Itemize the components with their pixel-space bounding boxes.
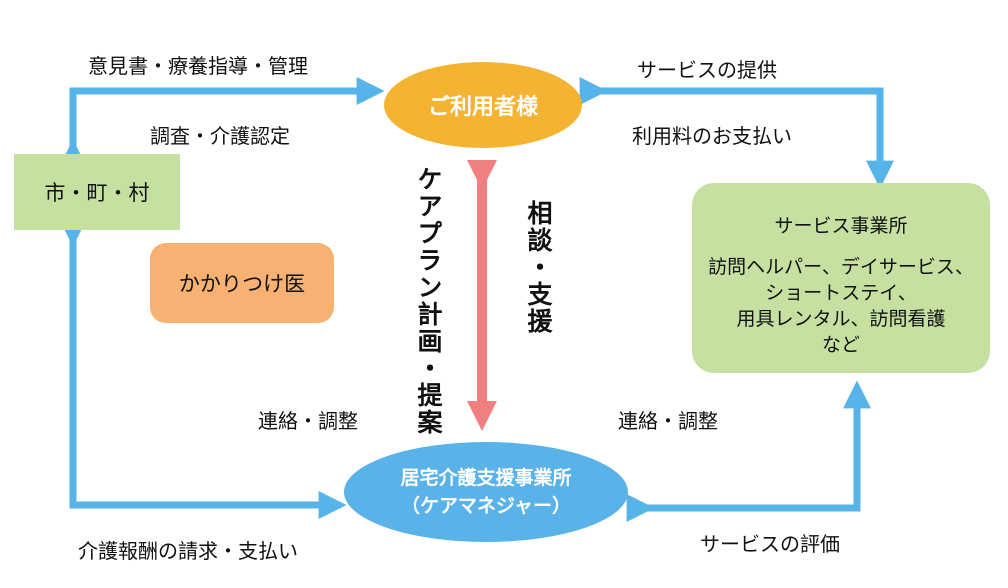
arrow-city-to-user	[59, 77, 385, 168]
city-node: 市・町・村	[14, 154, 180, 230]
care-manager-node: 居宅介護支援事業所 （ケアマネジャー）	[344, 442, 628, 542]
label-fee-payment: 利用料のお支払い	[632, 124, 792, 148]
provider-line: など	[821, 334, 860, 356]
label-liaison-left: 連絡・調整	[258, 409, 358, 433]
label-consult: 相談・支援	[524, 200, 553, 335]
arrow-caremanager-to-provider	[626, 380, 871, 522]
label-evaluation: サービスの評価	[700, 532, 840, 556]
label-liaison-right: 連絡・調整	[618, 409, 718, 433]
care-manager-name: 居宅介護支援事業所	[400, 467, 572, 489]
provider-title: サービス事業所	[774, 215, 908, 237]
arrow-city-to-caremanager	[59, 218, 347, 519]
label-survey: 調査・介護認定	[150, 124, 290, 148]
doctor-node: かかりつけ医	[150, 243, 334, 323]
label-opinion: 意見書・療養指導・管理	[88, 54, 308, 78]
user-node: ご利用者様	[384, 62, 582, 148]
provider-node: サービス事業所 訪問ヘルパー、デイサービス、 ショートステイ、 用具レンタル、訪…	[692, 183, 990, 373]
provider-services: 訪問ヘルパー、デイサービス、 ショートステイ、 用具レンタル、訪問看護 など	[708, 254, 974, 358]
provider-line: 用具レンタル、訪問看護	[736, 308, 946, 330]
label-careplan: ケアプラン計画・提案	[414, 166, 443, 436]
label-service-provision: サービスの提供	[637, 58, 777, 82]
provider-line: ショートステイ、	[765, 282, 917, 304]
arrow-user-to-provider	[579, 77, 894, 189]
care-manager-role: （ケアマネジャー）	[400, 495, 572, 517]
provider-line: 訪問ヘルパー、デイサービス、	[708, 256, 974, 278]
label-billing: 介護報酬の請求・支払い	[78, 539, 298, 563]
